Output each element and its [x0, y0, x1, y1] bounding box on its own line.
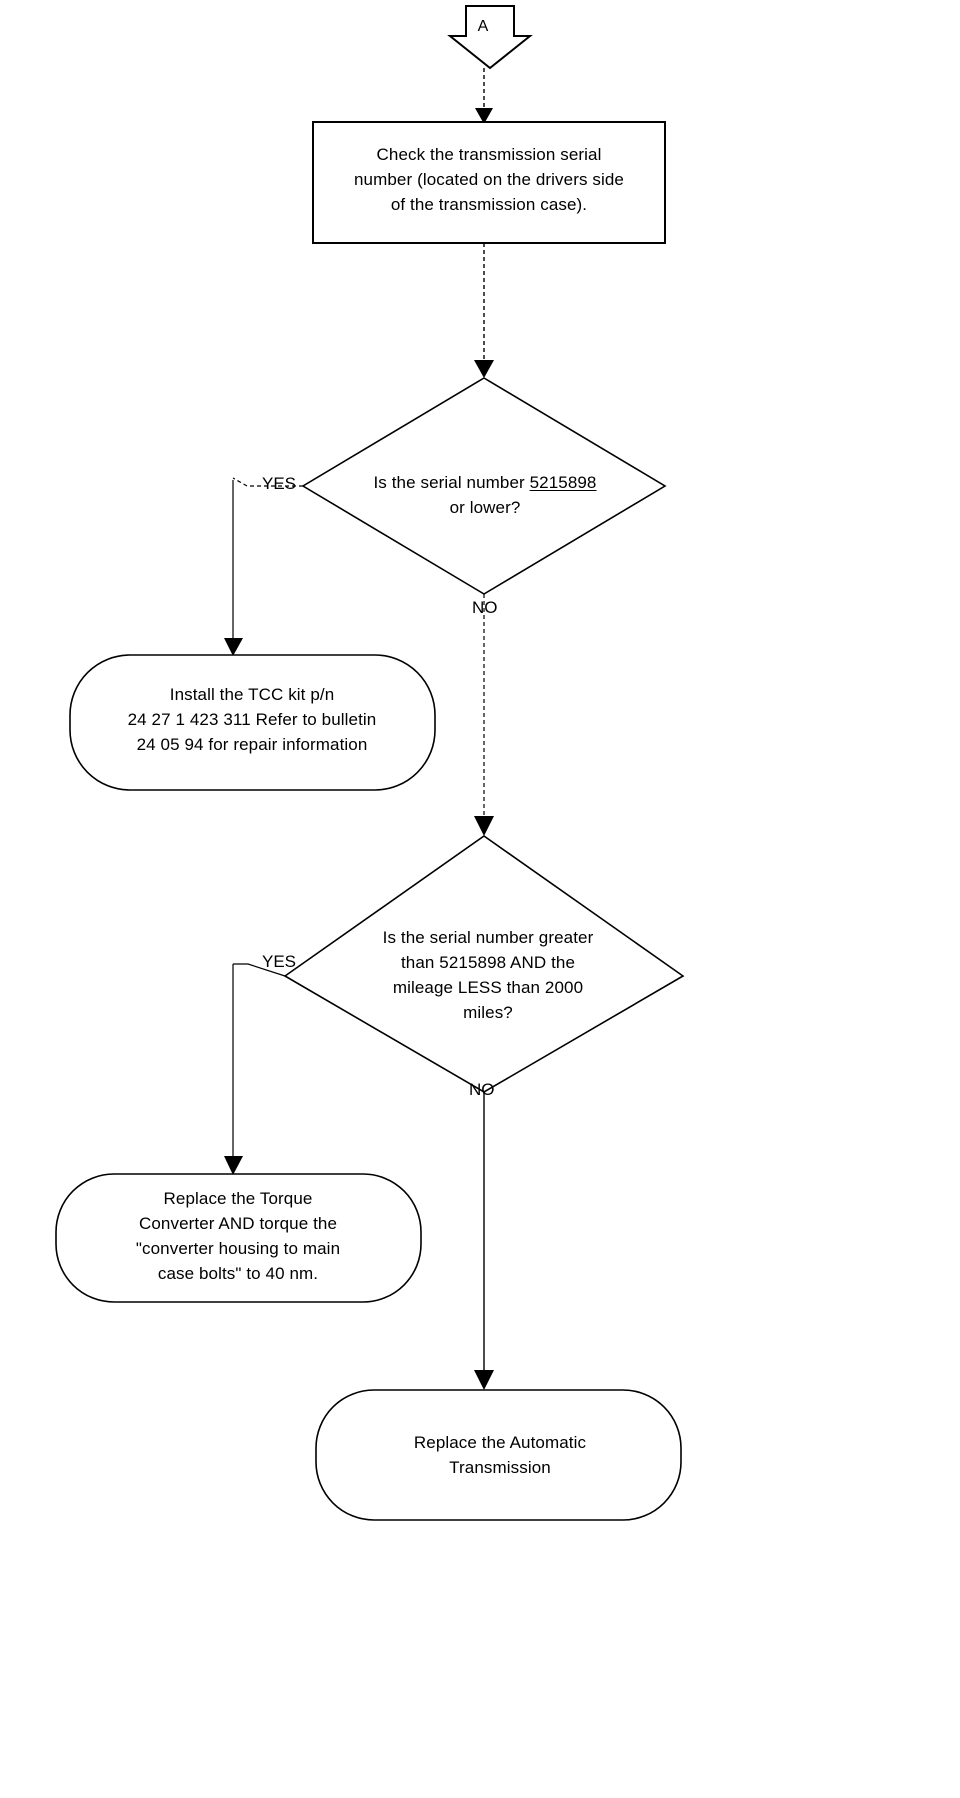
decision-diamond-serial-low-text: Is the serial number 5215898 or lower?	[330, 470, 640, 520]
decision-diamond-serial-mileage-text: Is the serial number greater than 521589…	[382, 928, 594, 1022]
arrowhead-decision-1	[474, 360, 494, 378]
edge-label-yes-1: YES	[262, 474, 297, 493]
edge-yes-2-stub	[233, 963, 286, 977]
terminator-install-tcc-kit-text: Install the TCC kit p/n 24 27 1 423 311 …	[127, 685, 377, 754]
decision-1-text-before: Is the serial number	[373, 473, 530, 492]
arrowhead-torque-box	[224, 1156, 243, 1175]
connector-a-label: A	[477, 18, 489, 35]
terminator-replace-transmission	[315, 1389, 682, 1521]
terminator-replace-transmission-text: Replace the Automatic Transmission	[413, 1433, 587, 1477]
terminator-install-tcc-kit	[69, 654, 436, 791]
arrowhead-replace-box	[474, 1370, 494, 1390]
decision-1-text-after: or lower?	[449, 498, 521, 517]
decision-1-serial-number: 5215898	[529, 473, 597, 492]
arrowhead-check-box	[475, 108, 493, 124]
edge-label-yes-2: YES	[262, 952, 297, 971]
connector-a-shape	[447, 5, 533, 70]
edge-label-no-1: NO	[472, 598, 498, 617]
terminator-replace-torque-converter	[55, 1173, 422, 1303]
process-box-check-serial-text: Check the transmission serial number (lo…	[354, 145, 624, 214]
arrowhead-decision-2	[474, 816, 494, 836]
terminator-replace-torque-converter-text: Replace the Torque Converter AND torque …	[135, 1189, 341, 1283]
edge-label-no-2: NO	[469, 1080, 495, 1099]
arrowhead-tcc-box	[224, 638, 243, 656]
edge-yes-1-stub	[232, 477, 303, 487]
process-box-check-serial	[312, 121, 666, 244]
